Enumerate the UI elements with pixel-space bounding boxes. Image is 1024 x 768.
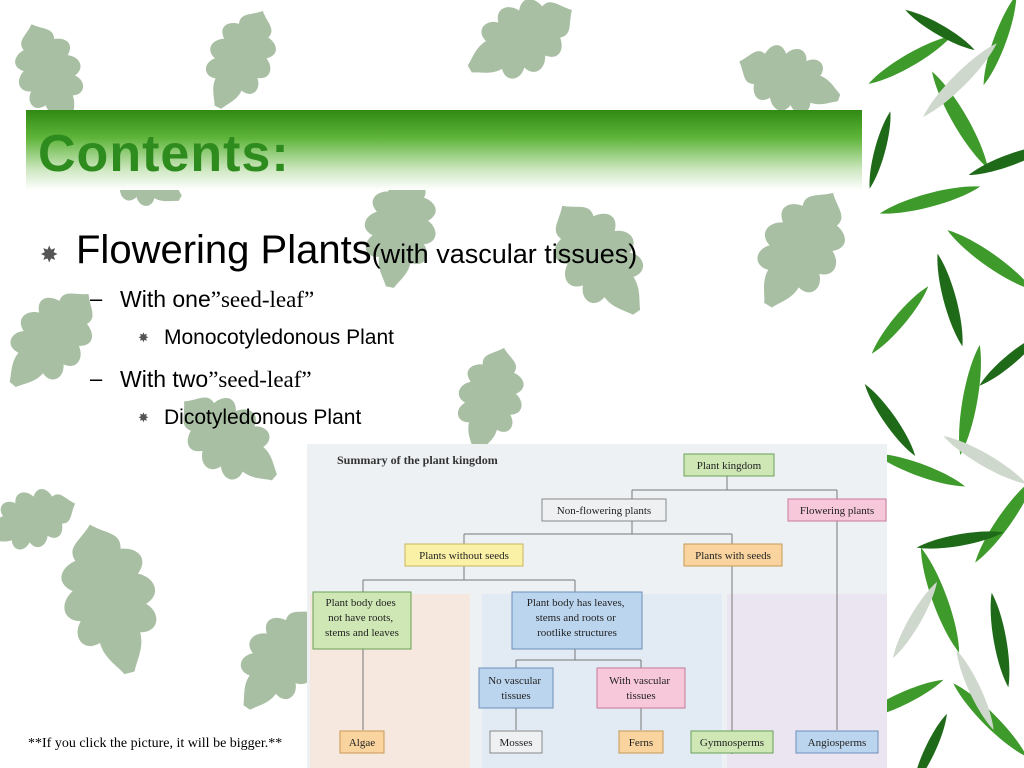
bullet-text: Flowering Plants <box>76 228 372 272</box>
node-plant-kingdom: Plant kingdom <box>683 453 775 477</box>
dash-marker: – <box>90 286 103 311</box>
node-gymnosperms: Gymnosperms <box>690 730 774 754</box>
bullet-two-seed-leaf: – With two”seed-leaf” <box>40 364 860 404</box>
svg-text:Algae: Algae <box>349 737 375 749</box>
bullet-star-icon: ✸ <box>138 330 149 345</box>
svg-text:Plant kingdom: Plant kingdom <box>697 460 762 472</box>
svg-text:Non-flowering plants: Non-flowering plants <box>557 505 651 517</box>
node-ferns: Ferns <box>618 730 664 754</box>
plant-kingdom-diagram[interactable]: Summary of the plant kingdom <box>307 444 887 768</box>
node-mosses: Mosses <box>489 730 543 754</box>
diagram-canvas: Summary of the plant kingdom <box>307 444 887 768</box>
bullet-text: Monocotyledonous Plant <box>164 326 394 349</box>
node-plants-without-seeds: Plants without seeds <box>404 543 524 567</box>
node-no-vascular-tissues: No vascular tissues <box>478 667 554 709</box>
bullet-one-seed-leaf: – With one”seed-leaf” <box>40 284 860 324</box>
slide-title: Contents: <box>38 125 290 183</box>
bullet-quote: ”seed-leaf” <box>210 287 315 312</box>
svg-text:Plant body has leaves,: Plant body has leaves, stems and roots o… <box>527 597 628 639</box>
svg-text:Plants with seeds: Plants with seeds <box>695 550 771 562</box>
svg-text:Gymnosperms: Gymnosperms <box>700 737 764 749</box>
bullet-dicot: ✸ Dicotyledonous Plant <box>40 404 860 444</box>
node-non-flowering-plants: Non-flowering plants <box>541 498 667 522</box>
svg-text:Plant body does not ha: Plant body does not have roots, stems an… <box>325 597 399 639</box>
node-plants-with-seeds: Plants with seeds <box>683 543 783 567</box>
node-with-vascular-tissues: With vascular tissues <box>596 667 686 709</box>
diagram-connectors <box>362 476 838 754</box>
bullet-text: Dicotyledonous Plant <box>164 406 362 429</box>
svg-text:Flowering plants: Flowering plants <box>800 505 874 517</box>
dash-marker: – <box>90 366 103 391</box>
bullet-monocot: ✸ Monocotyledonous Plant <box>40 324 860 364</box>
svg-text:Plants without seeds: Plants without seeds <box>419 550 509 562</box>
svg-text:No vascular tissues: No vascular tissues <box>488 675 544 702</box>
bullet-star-icon: ✸ <box>138 410 149 425</box>
bullet-flowering-plants: ✸ Flowering Plants(with vascular tissues… <box>40 228 860 284</box>
node-angiosperms: Angiosperms <box>795 730 879 754</box>
svg-text:Angiosperms: Angiosperms <box>808 737 867 749</box>
svg-text:Ferns: Ferns <box>629 737 653 749</box>
title-bar <box>26 110 862 190</box>
node-has-leaves-stems-roots: Plant body has leaves, stems and roots o… <box>511 591 643 650</box>
svg-text:With vascular tissues: With vascular tissues <box>609 675 673 702</box>
svg-text:Mosses: Mosses <box>499 737 532 749</box>
node-algae: Algae <box>339 730 385 754</box>
bullet-text: With one <box>120 286 211 312</box>
bullet-list: ✸ Flowering Plants(with vascular tissues… <box>40 228 860 444</box>
bullet-star-icon: ✸ <box>40 242 59 267</box>
bullet-quote: ”seed-leaf” <box>208 367 312 392</box>
bullet-text: With two <box>120 366 209 392</box>
node-no-roots-stems-leaves: Plant body does not have roots, stems an… <box>312 591 412 650</box>
bullet-suffix: (with vascular tissues) <box>371 239 638 269</box>
diagram-heading: Summary of the plant kingdom <box>337 453 498 467</box>
node-flowering-plants: Flowering plants <box>787 498 887 522</box>
footnote: **If you click the picture, it will be b… <box>28 736 283 751</box>
